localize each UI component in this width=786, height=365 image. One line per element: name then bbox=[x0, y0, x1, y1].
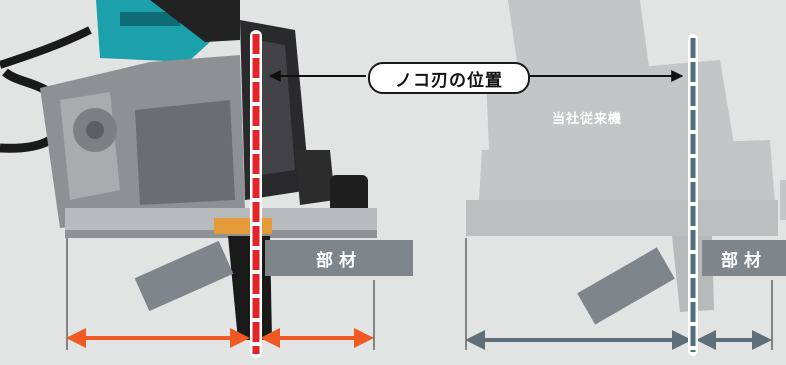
new-model-blade-line bbox=[250, 30, 262, 358]
conventional-model-tool bbox=[466, 0, 786, 312]
new-model-tool bbox=[0, 0, 377, 340]
conventional-blade-line bbox=[688, 34, 698, 356]
conventional-material-label: 部材 bbox=[721, 250, 767, 271]
conventional-model-label: 当社従来機 bbox=[552, 112, 623, 127]
conventional-model-offcut bbox=[577, 247, 675, 325]
new-model-material-label: 部材 bbox=[316, 250, 362, 271]
conventional-material-board: 部材 bbox=[702, 240, 786, 276]
new-model-offcut bbox=[134, 240, 234, 312]
blade-position-label: ノコ刃の位置 bbox=[368, 62, 530, 94]
new-model-material-board: 部材 bbox=[265, 240, 413, 276]
